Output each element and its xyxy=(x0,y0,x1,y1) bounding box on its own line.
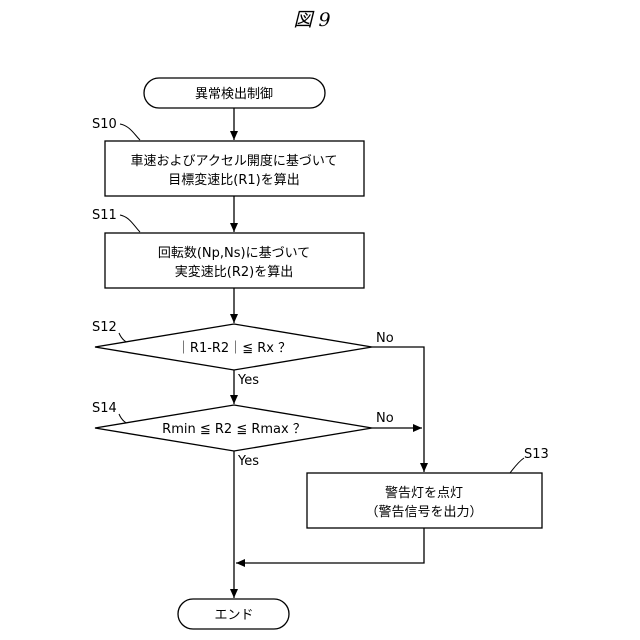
decision-s12: S12 ｜R1-R2｜≦ Rx ？ Yes No xyxy=(92,320,394,388)
step-s13-line-2: （警告信号を出力） xyxy=(365,504,482,520)
step-s13-line-1: 警告灯を点灯 xyxy=(385,485,463,501)
step-s10-leader xyxy=(120,124,140,140)
step-s11: S11 回転数(Np,Ns)に基づいて 実変速比(R2)を算出 xyxy=(92,208,364,288)
step-s11-label: S11 xyxy=(92,208,117,223)
decision-s12-no: No xyxy=(376,331,394,346)
start-terminal: 異常検出制御 xyxy=(144,78,325,108)
step-s10-line-2: 目標変速比(R1)を算出 xyxy=(168,172,299,188)
step-s10-line-1: 車速およびアクセル開度に基づいて xyxy=(131,153,338,169)
step-s11-line-2: 実変速比(R2)を算出 xyxy=(175,264,293,280)
step-s10-label: S10 xyxy=(92,117,117,132)
decision-s14: S14 Rmin ≦ R2 ≦ Rmax ？ Yes No xyxy=(92,401,394,469)
connector-s12-no xyxy=(372,347,424,472)
decision-s14-yes: Yes xyxy=(237,454,259,469)
decision-s12-text: ｜R1-R2｜≦ Rx ？ xyxy=(177,341,291,356)
decision-s14-text: Rmin ≦ R2 ≦ Rmax ？ xyxy=(162,422,306,437)
step-s11-leader xyxy=(120,215,140,232)
step-s10: S10 車速およびアクセル開度に基づいて 目標変速比(R1)を算出 xyxy=(92,117,364,196)
step-s11-line-1: 回転数(Np,Ns)に基づいて xyxy=(158,246,310,261)
decision-s12-yes: Yes xyxy=(237,373,259,388)
figure-title: 図 9 xyxy=(293,9,330,31)
end-label: エンド xyxy=(214,608,253,623)
step-s13-label: S13 xyxy=(524,447,549,462)
decision-s12-label: S12 xyxy=(92,320,117,335)
connector-s13-merge xyxy=(236,528,424,563)
step-s13-leader xyxy=(510,458,524,473)
start-label: 異常検出制御 xyxy=(195,87,273,102)
decision-s14-no: No xyxy=(376,411,394,426)
step-s13: S13 警告灯を点灯 （警告信号を出力） xyxy=(307,447,549,528)
end-terminal: エンド xyxy=(178,599,289,629)
decision-s14-label: S14 xyxy=(92,401,117,416)
